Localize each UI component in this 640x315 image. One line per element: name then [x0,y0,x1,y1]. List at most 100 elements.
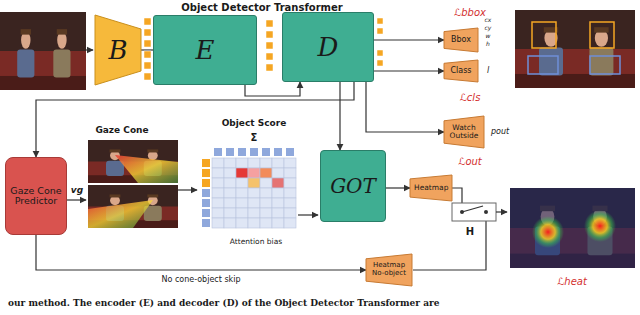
illustration-part [260,168,272,178]
node-label: GOT [330,175,376,197]
output-symbol: cx [485,17,492,24]
head-block: Watch Outside [444,116,484,148]
illustration-part [236,208,248,218]
illustration-part [532,216,564,248]
node-outline [410,175,452,201]
illustration-part [110,194,121,197]
node-outline [444,28,478,52]
illustration-part [236,168,248,178]
illustration-part [212,188,224,198]
node-label: Class [450,67,471,76]
illustration-part [144,73,151,80]
illustration-part [21,29,31,34]
illustration-part [377,60,383,66]
illustration-part [248,208,260,218]
illustration-part [272,198,284,208]
illustration-part [260,198,272,208]
node-label: Heatmap [414,184,448,192]
part-label: Gaze Cone [95,126,148,136]
illustration-part [214,148,222,156]
illustration-part [224,208,236,218]
illustration-part [212,208,224,218]
illustration-part [248,168,260,178]
note-label: Attention bias [230,238,282,246]
loss-label: ℒout [458,156,482,167]
output-symbol: l [487,67,489,76]
connector [374,39,444,40]
illustration-part [212,218,224,228]
illustration-part [202,169,210,177]
illustration-part [17,49,34,77]
illustration-part [272,168,284,178]
illustration-part [248,198,260,208]
illustration-part [224,158,236,168]
detection-photo [515,10,635,88]
illustration-part [212,178,224,188]
illustration-part [272,178,284,188]
illustration-part [115,155,178,183]
illustration-part [590,56,620,74]
illustration-part [236,158,248,168]
illustration-part [266,53,273,60]
edge-label: No cone-object skip [159,276,242,285]
heatmap-output-image [510,188,635,268]
illustration-part [377,28,383,34]
illustration-part [144,51,151,58]
part-label: Σ [251,132,258,143]
output-symbol: pout [491,128,509,137]
illustration-part [147,194,158,197]
illustration-part [0,51,86,90]
illustration-part [224,218,236,228]
illustration-part [248,188,260,198]
illustration-part [88,200,153,228]
illustration-part [238,148,246,156]
illustration-part [284,198,296,208]
node-label: Gaze Cone Predictor [9,186,63,207]
illustration-part [212,168,224,178]
node-outline [95,15,141,85]
illustration-part [236,198,248,208]
illustration-part [224,168,236,178]
illustration-part [212,158,224,168]
illustration-part [594,27,608,32]
illustration-part [284,158,296,168]
illustration-part [144,18,151,25]
illustration-part [224,198,236,208]
connector [36,82,354,157]
illustration-part [236,218,248,228]
switch-wire [413,215,486,270]
illustration-part [274,148,282,156]
decoder-block: D [282,12,374,82]
illustration-part [224,178,236,188]
illustration-part [284,188,296,198]
head-block: Heatmap No-object [366,254,412,286]
illustration-part [248,158,260,168]
illustration-part [284,208,296,218]
head-block: Bbox [444,28,478,52]
illustration-part [202,219,210,227]
gaze-cone-image [88,185,178,228]
switch-symbol [452,203,496,221]
illustration-part [144,62,151,69]
illustration-part [260,178,272,188]
input-photo [0,12,86,90]
illustration-part [266,31,273,38]
illustration-part [272,158,284,168]
illustration-part [377,50,383,56]
node-outline [366,254,412,286]
illustration-part [202,179,210,187]
illustration-part [532,22,556,48]
illustration-part [260,158,272,168]
switch-contact [484,210,488,214]
part-label: Object Score [222,119,287,129]
node-outline [444,116,484,148]
illustration-part [248,178,260,188]
illustration-part [266,42,273,49]
illustration-part [284,218,296,228]
output-symbol: w [486,33,491,40]
predictor-block: Gaze Cone Predictor [5,157,67,235]
connector [141,49,153,50]
illustration-part [88,185,178,228]
illustration-part [589,47,613,75]
vector-symbol: vg [71,186,83,196]
